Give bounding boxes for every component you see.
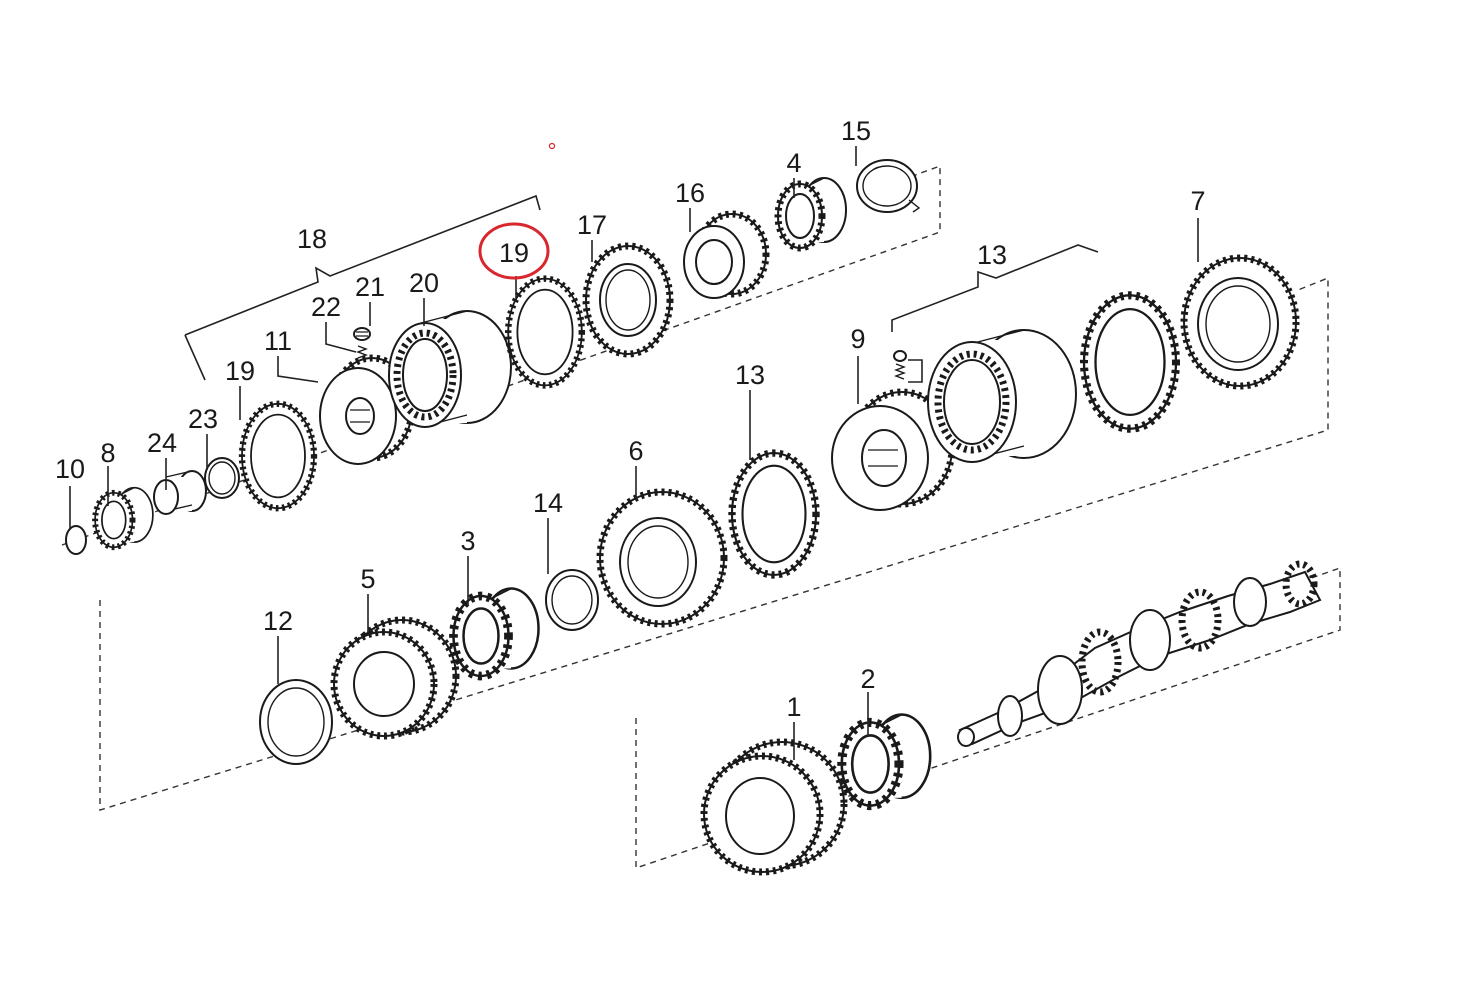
snap-ring-15 bbox=[856, 159, 921, 213]
gear-5 bbox=[330, 616, 460, 740]
callout-21: 21 bbox=[355, 272, 385, 302]
synchro-ring-13-right bbox=[1084, 295, 1176, 428]
sleeve-13 bbox=[927, 329, 1077, 463]
callout-19-left: 19 bbox=[225, 356, 255, 386]
leader-lines bbox=[69, 146, 1199, 760]
callout-2: 2 bbox=[860, 664, 875, 694]
snap-ring-23 bbox=[204, 457, 240, 499]
needle-bearing-8 bbox=[95, 488, 153, 548]
callout-11: 11 bbox=[264, 326, 292, 356]
spring-22 bbox=[356, 345, 368, 359]
ball-21 bbox=[353, 327, 371, 341]
needle-bearing-2 bbox=[842, 715, 930, 806]
callout-14: 14 bbox=[533, 488, 563, 518]
callout-6: 6 bbox=[628, 436, 643, 466]
detent-spring-ball bbox=[893, 350, 923, 383]
washer-12 bbox=[259, 679, 333, 765]
callout-13-top: 13 bbox=[977, 240, 1007, 270]
main-shaft bbox=[957, 560, 1322, 747]
highlight-circle bbox=[478, 222, 550, 280]
marker-dot bbox=[548, 142, 556, 150]
callout-22: 22 bbox=[311, 292, 341, 322]
callout-10: 10 bbox=[55, 454, 85, 484]
needle-bearing-3 bbox=[454, 589, 539, 677]
callout-20: 20 bbox=[409, 268, 439, 298]
gear-ring-7 bbox=[1180, 254, 1300, 390]
callout-5: 5 bbox=[360, 564, 375, 594]
gear-ring-17 bbox=[582, 242, 674, 358]
callout-17: 17 bbox=[577, 210, 607, 240]
gear-1 bbox=[700, 738, 848, 876]
callout-12: 12 bbox=[263, 606, 293, 636]
callout-8: 8 bbox=[100, 438, 115, 468]
synchro-ring-19-left bbox=[242, 404, 314, 508]
gear-6 bbox=[596, 488, 728, 628]
callout-23: 23 bbox=[188, 404, 218, 434]
callout-13-mid: 13 bbox=[735, 360, 765, 390]
callout-18: 18 bbox=[297, 224, 327, 254]
needle-bearing-4 bbox=[778, 178, 846, 248]
callout-7: 7 bbox=[1190, 186, 1205, 216]
callout-9: 9 bbox=[850, 324, 865, 354]
callout-15: 15 bbox=[841, 116, 871, 146]
bracket-13 bbox=[891, 244, 1099, 332]
callout-16: 16 bbox=[675, 178, 705, 208]
sleeve-24 bbox=[153, 470, 207, 515]
callout-3: 3 bbox=[460, 526, 475, 556]
synchro-ring-19-right bbox=[508, 279, 582, 386]
callout-19-right: 19 bbox=[499, 238, 529, 268]
callout-24: 24 bbox=[147, 428, 177, 458]
sleeve-20 bbox=[388, 310, 512, 428]
snap-ring-14 bbox=[545, 569, 599, 631]
callout-4: 4 bbox=[786, 148, 801, 178]
callout-1: 1 bbox=[786, 692, 801, 722]
bracket-18 bbox=[184, 194, 541, 381]
snap-ring-10 bbox=[65, 525, 87, 555]
gear-16 bbox=[683, 210, 770, 299]
synchro-ring-13-left bbox=[732, 453, 816, 575]
